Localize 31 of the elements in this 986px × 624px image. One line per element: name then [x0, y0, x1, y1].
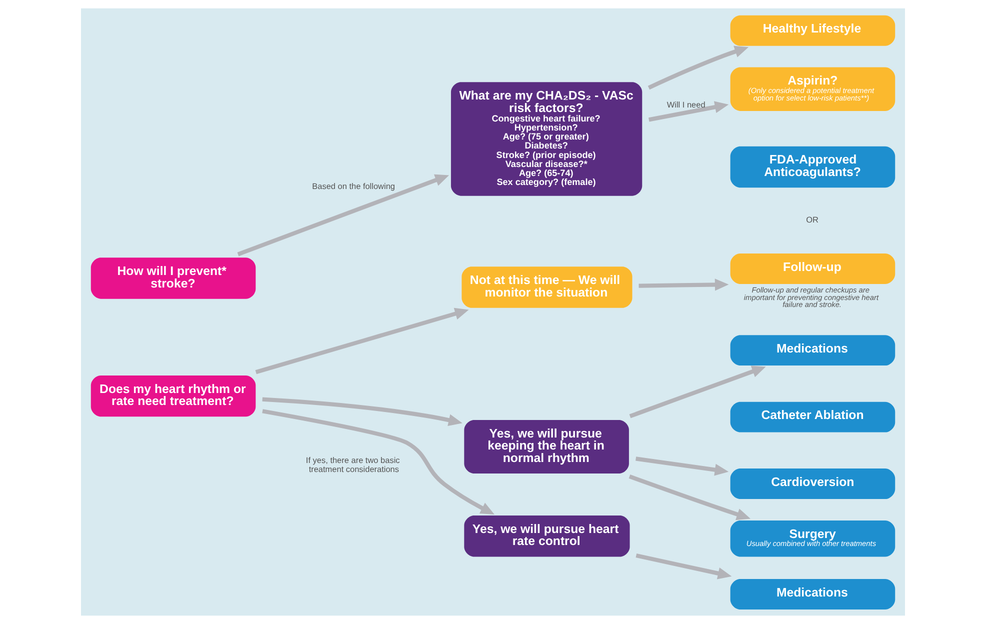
node-box: Aspirin? (Only considered a potential treatment option for select low-risk patients**): [730, 67, 896, 111]
node-box: Catheter Ablation: [730, 402, 896, 432]
edge-label: Based on the following: [312, 182, 395, 192]
arrow: [628, 474, 750, 520]
node-box: Not at this time — We will monitor the situation: [462, 266, 632, 308]
label: If yes, there are two basic treatment considerations: [306, 456, 400, 474]
node-box: FDA-Approved Anticoagulants?: [730, 146, 896, 188]
node-box: Cardioversion: [730, 468, 896, 500]
node-label: Follow-up and regular checkups are important for preventing congestive heart failure and stroke.: [744, 285, 879, 310]
arrow: [629, 366, 766, 418]
node-box: How will I prevent* stroke?: [90, 258, 256, 299]
arrow: [636, 456, 729, 476]
node-box: Does my heart rhythm or rate need treatment?: [90, 375, 256, 417]
node-box: Yes, we will pursue keeping the heart in normal rhythm: [464, 420, 629, 474]
arrow: [636, 553, 732, 580]
label: OR: [806, 216, 818, 225]
node-box: Healthy Lifestyle: [730, 15, 896, 46]
arrow: [638, 278, 729, 291]
node-box: Follow-up: [730, 254, 896, 284]
arrow: [648, 101, 729, 122]
node-box: What are my CHA₂DS₂ - VASc risk factors? Congestive heart failure? Hypertension? Age? (75 or greater) Diabetes? Stroke? (prior episode) Vascular disease?* Age? (65-74) Sex category? (female): [450, 82, 642, 196]
arrow: [262, 397, 462, 426]
arrow: [237, 174, 450, 256]
arrow: [648, 46, 749, 90]
node-box: Yes, we will pursue heart rate control: [464, 516, 630, 557]
node-box: Medications: [730, 335, 896, 366]
node-box: Surgery Usually combined with other treatments: [730, 520, 896, 557]
arrow: [262, 409, 494, 514]
node-box: Medications: [730, 578, 896, 610]
edge-label: Will I need: [666, 100, 706, 110]
arrow: [255, 308, 469, 374]
